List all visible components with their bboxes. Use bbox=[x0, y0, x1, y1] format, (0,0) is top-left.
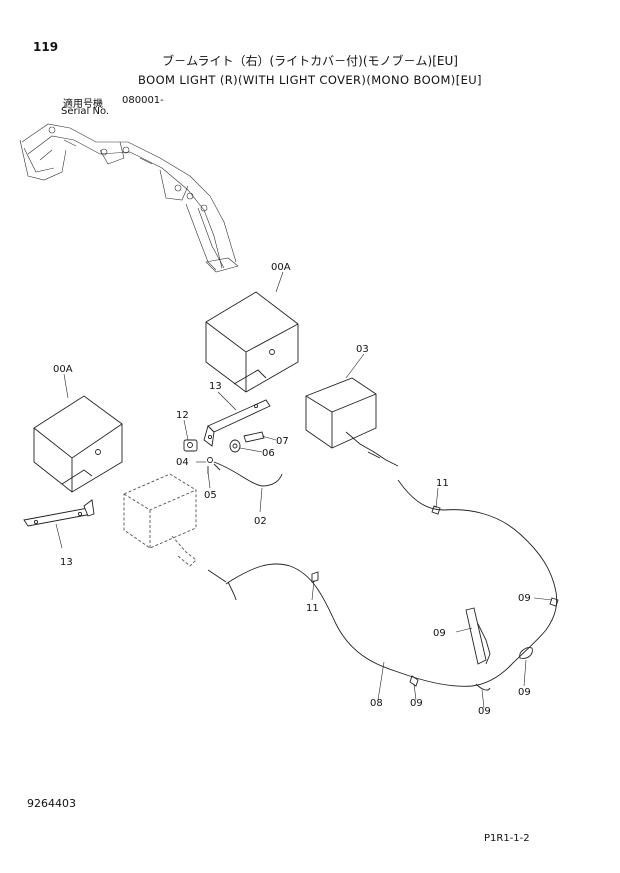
callout-06: 06 bbox=[262, 448, 275, 459]
callout-09-b: 09 bbox=[433, 628, 446, 639]
work-light-dashed bbox=[123, 473, 227, 583]
callout-09-d: 09 bbox=[410, 698, 423, 709]
small-parts bbox=[183, 431, 265, 474]
callout-03: 03 bbox=[356, 344, 369, 355]
serial-label-japanese: 適用号機 bbox=[63, 99, 103, 110]
light-cover-top bbox=[205, 291, 299, 393]
callout-09-e: 09 bbox=[478, 706, 491, 717]
callout-00a-top: 00A bbox=[271, 262, 291, 273]
callout-11-mid: 11 bbox=[306, 603, 319, 614]
serial-number-value: 080001- bbox=[122, 95, 164, 106]
serial-label-english: Serial No. bbox=[61, 106, 110, 117]
callout-11-right: 11 bbox=[436, 478, 449, 489]
title-english: BOOM LIGHT (R)(WITH LIGHT COVER)(MONO BO… bbox=[138, 73, 482, 87]
callout-13-top: 13 bbox=[209, 381, 222, 392]
page-code: P1R1-1-2 bbox=[484, 833, 530, 844]
harness-08 bbox=[225, 479, 559, 691]
callout-13-left: 13 bbox=[60, 557, 73, 568]
drawing-number: 9264403 bbox=[27, 797, 76, 810]
callout-09-a: 09 bbox=[518, 593, 531, 604]
callout-02: 02 bbox=[254, 516, 267, 527]
callout-04: 04 bbox=[176, 457, 189, 468]
callout-09-c: 09 bbox=[518, 687, 531, 698]
callout-08: 08 bbox=[370, 698, 383, 709]
leader-lines bbox=[55, 271, 553, 709]
excavator-arm-thumbnail bbox=[19, 123, 239, 273]
title-japanese: ブ－ムライト（右）(ライトカバ－付)(モノブ－ム)[EU] bbox=[162, 54, 458, 68]
harness-02 bbox=[213, 461, 283, 487]
bracket-left bbox=[23, 499, 95, 527]
callout-07: 07 bbox=[276, 436, 289, 447]
work-light-03 bbox=[305, 377, 399, 467]
callout-05: 05 bbox=[204, 490, 217, 501]
callout-00a-left: 00A bbox=[53, 364, 73, 375]
callout-12: 12 bbox=[176, 410, 189, 421]
page-number: 119 bbox=[33, 40, 59, 54]
light-cover-left bbox=[33, 395, 123, 493]
bracket-top bbox=[203, 399, 271, 447]
